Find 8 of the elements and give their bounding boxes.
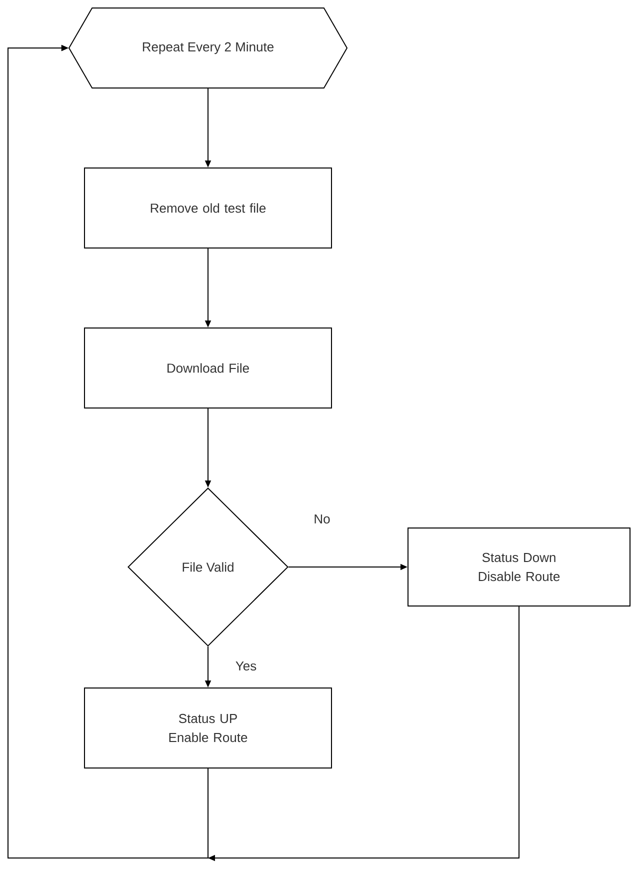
loop-hexagon: Repeat Every 2 Minute [68, 8, 348, 88]
process-box: Status Down Disable Route [408, 528, 630, 606]
arrow [8, 44, 520, 862]
edge-label: No [312, 513, 332, 525]
process-box: Download File [84, 328, 332, 408]
edge-label: Yes [234, 660, 258, 672]
process-box: Remove old test file [84, 168, 332, 248]
process-box: Status UP Enable Route [84, 688, 332, 768]
